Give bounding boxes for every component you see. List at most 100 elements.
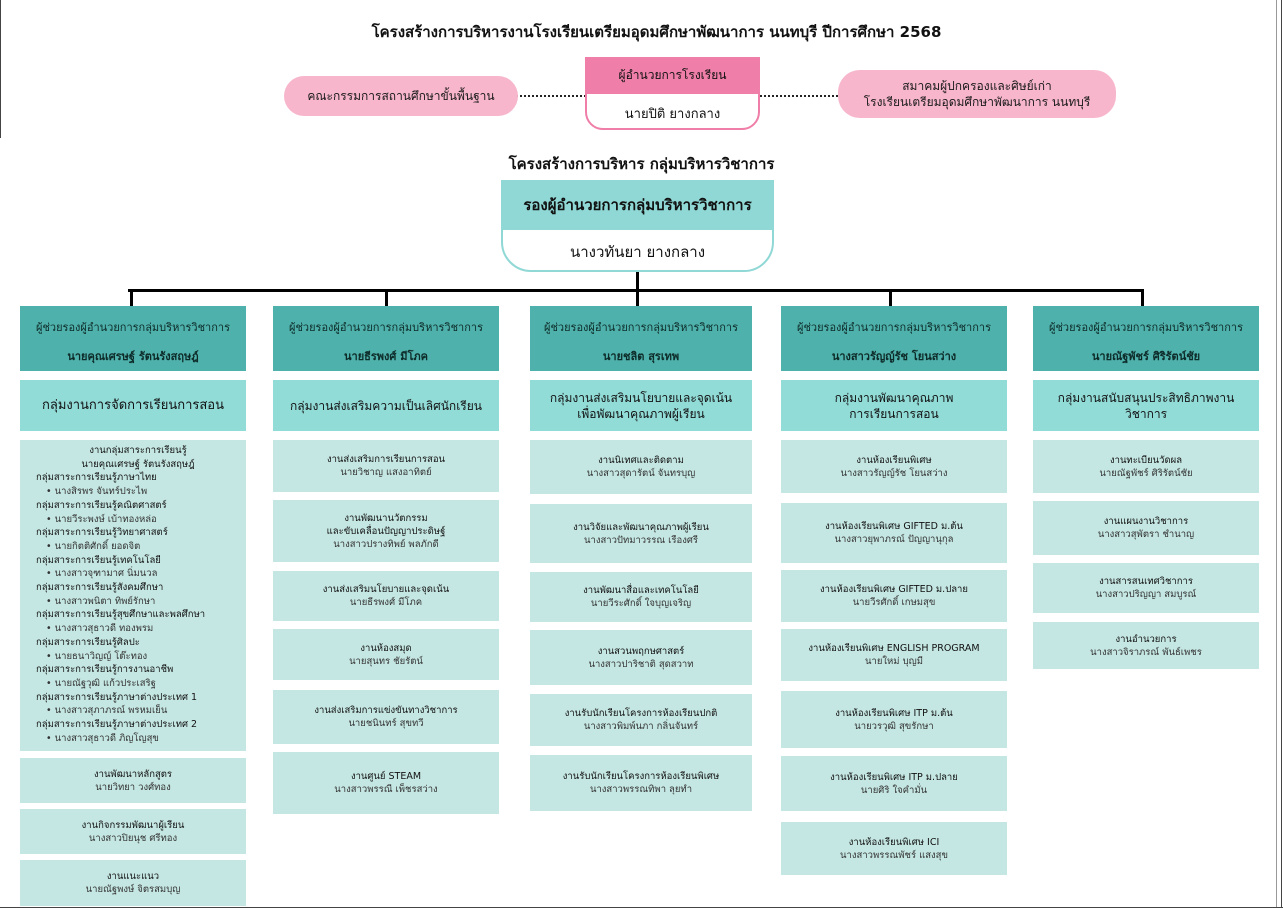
group-label: กลุ่มงานส่งเสริมความเป็นเลิศนักเรียน bbox=[290, 398, 482, 413]
branch-drop-1 bbox=[130, 289, 133, 306]
assistant-name: นายชลิต สุรเทพ bbox=[602, 350, 680, 363]
task-name: งานสารสนเทศวิชาการ bbox=[1099, 576, 1193, 587]
board-committee-label: คณะกรรมการสถานศึกษาขั้นพื้นฐาน bbox=[307, 89, 495, 103]
task-box: งานห้องเรียนพิเศษ GIFTED ม.ต้น นางสาวยุพ… bbox=[781, 503, 1007, 563]
list-item-person: นางสาวจุฑามาศ นิ่มนวล bbox=[36, 567, 240, 581]
list-head: งานกลุ่มสาระการเรียนรู้ bbox=[89, 445, 187, 456]
task-box: งานห้องเรียนพิเศษ ITP ม.ปลาย นายศิริ ใจค… bbox=[781, 756, 1007, 811]
task-person: นางสาวปิยนุช ศรีทอง bbox=[88, 832, 178, 844]
task-name: งานนิเทศและติดตาม bbox=[598, 455, 684, 466]
task-name: งานแผนงานวิชาการ bbox=[1103, 516, 1189, 527]
task-person: นางสาวพรรณพัชร์ แสงสุข bbox=[840, 849, 948, 861]
parents-alumni-pill: สมาคมผู้ปกครองและศิษย์เก่า โรงเรียนเตรีย… bbox=[838, 70, 1116, 118]
group-label: กลุ่มงานสนับสนุนประสิทธิภาพงานวิชาการ bbox=[1057, 390, 1235, 421]
list-item-person: นางสาวสุธาวดี ทองพรม bbox=[36, 622, 240, 636]
task-box: งานวิจัยและพัฒนาคุณภาพผู้เรียน นางสาวปัท… bbox=[530, 504, 752, 563]
assistant-name: นายคุณเศรษฐ์ รัตนรังสฤษฎ์ bbox=[67, 350, 199, 363]
branch-drop-4 bbox=[889, 289, 892, 306]
task-person: นายชนินทร์ สุขทวี bbox=[348, 718, 424, 729]
branch-drop-5 bbox=[1141, 289, 1144, 306]
task-person: นายวิทยา วงศ์ทอง bbox=[95, 781, 171, 793]
task-name: งานรับนักเรียนโครงการห้องเรียนปกติ bbox=[564, 708, 718, 719]
director-name-text: นายปิติ ยางกลาง bbox=[624, 106, 721, 122]
group-label: กลุ่มงานพัฒนาคุณภาพ bbox=[834, 390, 954, 405]
task-person: นางสาวจิราภรณ์ พันธ์เพชร bbox=[1090, 646, 1202, 658]
task-name: งานพัฒนาสื่อและเทคโนโลยี bbox=[583, 585, 699, 596]
task-name: งานส่งเสริมการเรียนการสอน bbox=[326, 454, 446, 465]
group-box-1: กลุ่มงานการจัดการเรียนการสอน bbox=[20, 380, 246, 431]
task-name: งานห้องเรียนพิเศษ ITP ม.ต้น bbox=[835, 707, 953, 719]
task-name-line2: และขับเคลื่อนปัญญาประดิษฐ์ bbox=[326, 525, 446, 537]
assistant-box-1: ผู้ช่วยรองผู้อำนวยการกลุ่มบริหารวิชาการ … bbox=[20, 306, 246, 371]
task-box: งานรับนักเรียนโครงการห้องเรียนพิเศษ นางส… bbox=[530, 755, 752, 811]
deputy-name-text: นางวทันยา ยางกลาง bbox=[569, 243, 706, 261]
task-person: นายณัฐพัชร์ ศิริรัตน์ชัย bbox=[1099, 467, 1193, 479]
list-head-person: นายคุณเศรษฐ์ รัตนรังสฤษฎ์ bbox=[81, 458, 195, 470]
list-item-person: นางสิรพร จันทร์ประไพ bbox=[36, 485, 240, 499]
task-box: งานห้องเรียนพิเศษ ENGLISH PROGRAM นายใหม… bbox=[781, 629, 1007, 681]
task-box: งานพัฒนาสื่อและเทคโนโลยี นายวีระศักดิ์ ใ… bbox=[530, 572, 752, 622]
deputy-name: นางวทันยา ยางกลาง bbox=[501, 232, 774, 272]
task-person: นายวีระศักดิ์ ใจบุญเจริญ bbox=[590, 598, 692, 609]
list-item-person: นางสาวสุธาวดี ภิญโญสุข bbox=[36, 732, 240, 746]
task-box: งานนิเทศและติดตาม นางสาวสุดารัตน์ จันทรบ… bbox=[530, 440, 752, 494]
task-name: งานส่งเสริมการแข่งขันทางวิชาการ bbox=[314, 705, 458, 716]
group-box-4: กลุ่มงานพัฒนาคุณภาพ การเรียนการสอน bbox=[781, 380, 1007, 431]
task-box: งานกิจกรรมพัฒนาผู้เรียน นางสาวปิยนุช ศรี… bbox=[20, 809, 246, 854]
group-label-line2: การเรียนการสอน bbox=[849, 406, 939, 421]
task-person: นายณัฐพงษ์ จิตรสมบุญ bbox=[85, 884, 181, 895]
task-person: นางสาวปริญญา สมบูรณ์ bbox=[1095, 589, 1197, 600]
task-name: งานห้องเรียนพิเศษ bbox=[856, 454, 932, 466]
list-item: กลุ่มสาระการเรียนรู้สังคมศึกษา bbox=[36, 582, 164, 594]
task-name: งานห้องเรียนพิเศษ ICI bbox=[848, 836, 940, 848]
assistant-box-4: ผู้ช่วยรองผู้อำนวยการกลุ่มบริหารวิชาการ … bbox=[781, 306, 1007, 371]
task-person: นางสาวยุพาภรณ์ ปัญญานุกุล bbox=[834, 534, 954, 545]
list-item-person: นายธนาวิญญ์ โต๊ะทอง bbox=[36, 650, 240, 664]
assistant-name: นางสาวรัญญ์รัช โยนสว่าง bbox=[831, 350, 957, 363]
assistant-box-3: ผู้ช่วยรองผู้อำนวยการกลุ่มบริหารวิชาการ … bbox=[530, 306, 752, 371]
dotted-connector-right bbox=[760, 95, 842, 97]
list-item: กลุ่มสาระการเรียนรู้ภาษาไทย bbox=[36, 472, 157, 484]
task-box: งานห้องสมุด นายสุนทร ชัยรัตน์ bbox=[273, 629, 499, 680]
task-name: งานศูนย์ STEAM bbox=[350, 771, 422, 782]
assistant-title: ผู้ช่วยรองผู้อำนวยการกลุ่มบริหารวิชาการ bbox=[544, 321, 738, 334]
branch-drop-3 bbox=[636, 289, 639, 306]
dotted-connector-left bbox=[516, 95, 586, 97]
assistant-title: ผู้ช่วยรองผู้อำนวยการกลุ่มบริหารวิชาการ bbox=[36, 321, 230, 334]
task-box: งานสารสนเทศวิชาการ นางสาวปริญญา สมบูรณ์ bbox=[1033, 563, 1259, 613]
task-box: งานรับนักเรียนโครงการห้องเรียนปกติ นางสา… bbox=[530, 694, 752, 746]
list-item-person: นางสาวพนิตา ทิพย์รักษา bbox=[36, 595, 240, 609]
task-box: งานห้องเรียนพิเศษ ICI นางสาวพรรณพัชร์ แส… bbox=[781, 822, 1007, 875]
task-person: นางสาวปาริชาติ สุดสวาท bbox=[588, 658, 694, 670]
task-person: นายวรวุฒิ สุขรักษา bbox=[854, 720, 934, 732]
task-name: งานส่งเสริมนโยบายและจุดเน้น bbox=[322, 584, 450, 595]
task-person: นางสาวปัทมาวรรณ เรืองศรี bbox=[583, 534, 699, 546]
task-box: งานพัฒนาหลักสูตร นายวิทยา วงศ์ทอง bbox=[20, 758, 246, 803]
frame-left-line bbox=[0, 0, 1, 138]
task-name: งานแนะแนว bbox=[106, 871, 160, 882]
task-box: งานแผนงานวิชาการ นางสาวสุพัตรา ชำนาญ bbox=[1033, 501, 1259, 555]
list-item: กลุ่มสาระการเรียนรู้ภาษาต่างประเทศ 2 bbox=[36, 719, 198, 731]
task-box: งานห้องเรียนพิเศษ ITP ม.ต้น นายวรวุฒิ สุ… bbox=[781, 691, 1007, 748]
task-person: นางสาวพิมพ์นภา กลิ่นจันทร์ bbox=[583, 721, 699, 732]
task-person: นายวีรศักดิ์ เกษมสุข bbox=[852, 597, 936, 608]
task-box: งานห้องเรียนพิเศษ GIFTED ม.ปลาย นายวีรศั… bbox=[781, 570, 1007, 622]
parents-alumni-line1: สมาคมผู้ปกครองและศิษย์เก่า bbox=[902, 79, 1052, 93]
task-name: งานวิจัยและพัฒนาคุณภาพผู้เรียน bbox=[573, 521, 709, 533]
task-name: งานอำนวยการ bbox=[1115, 633, 1177, 645]
task-box: งานอำนวยการ นางสาวจิราภรณ์ พันธ์เพชร bbox=[1033, 622, 1259, 669]
task-person: นางสาวสุพัตรา ชำนาญ bbox=[1097, 529, 1195, 540]
task-person: นายสุนทร ชัยรัตน์ bbox=[349, 655, 423, 667]
task-box: งานแนะแนว นายณัฐพงษ์ จิตรสมบุญ bbox=[20, 860, 246, 906]
task-person: นางสาวพรรณี เพ็ชรสว่าง bbox=[334, 784, 438, 795]
task-person: นายวิชาญ แสงอาทิตย์ bbox=[340, 467, 432, 478]
task-person: นายใหม่ บุญมี bbox=[865, 656, 923, 667]
assistant-name: นายณัฐพัชร์ ศิริรัตน์ชัย bbox=[1091, 350, 1201, 363]
task-person: นางสาวรัญญ์รัช โยนสว่าง bbox=[840, 467, 948, 479]
task-box: งานสวนพฤกษศาสตร์ นางสาวปาริชาติ สุดสวาท bbox=[530, 630, 752, 685]
list-item-person: นายวีระพงษ์ เบ้าทองหล่อ bbox=[36, 513, 240, 527]
list-item: กลุ่มสาระการเรียนรู้วิทยาศาสตร์ bbox=[36, 527, 168, 539]
task-box: งานศูนย์ STEAM นางสาวพรรณี เพ็ชรสว่าง bbox=[273, 752, 499, 814]
board-committee-pill: คณะกรรมการสถานศึกษาขั้นพื้นฐาน bbox=[284, 76, 518, 116]
page-title: โครงสร้างการบริหารงานโรงเรียนเตรียมอุดมศ… bbox=[371, 23, 942, 41]
